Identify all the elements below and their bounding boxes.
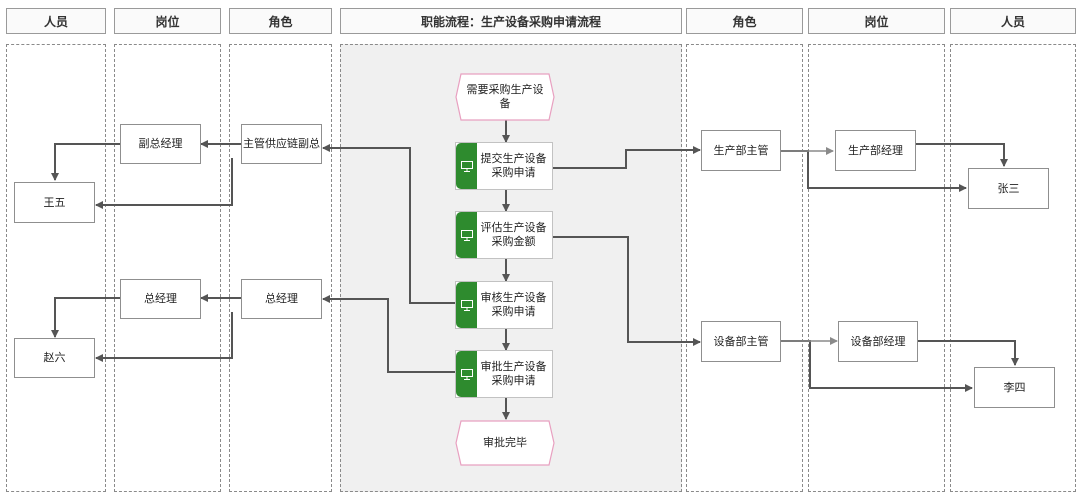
process-step-approve-label: 审批生产设备采购申请 (480, 360, 547, 387)
header-process: 职能流程：生产设备采购申请流程 (340, 8, 682, 34)
edge-step2-equip-supervisor (552, 236, 701, 346)
header-right-post: 岗位 (808, 8, 945, 34)
person-zhang-san: 张三 (968, 168, 1049, 209)
header-left-post: 岗位 (114, 8, 221, 34)
post-equipment-manager: 设备部经理 (838, 321, 918, 362)
post-general-manager: 总经理 (120, 279, 201, 319)
person-zhao-liu: 赵六 (14, 338, 95, 378)
monitor-icon (456, 143, 477, 189)
lane-left-role (229, 44, 332, 492)
edge-step3-vp-role (322, 144, 456, 304)
end-label: 审批完毕 (483, 436, 527, 449)
start-terminal (455, 73, 555, 121)
lane-right-person (950, 44, 1076, 492)
role-supply-chain-vp: 主管供应链副总 (241, 124, 322, 164)
process-step-review-label: 审核生产设备采购申请 (480, 291, 547, 318)
post-production-manager: 生产部经理 (835, 130, 916, 171)
monitor-icon (456, 351, 477, 397)
process-step-evaluate: 评估生产设备采购金额 (455, 211, 553, 259)
role-equipment-supervisor: 设备部主管 (701, 321, 781, 362)
lane-right-role (686, 44, 803, 492)
process-step-submit-label: 提交生产设备采购申请 (480, 152, 547, 179)
edge-vp-post-person (51, 143, 121, 181)
role-general-manager: 总经理 (241, 279, 322, 319)
process-step-approve: 审批生产设备采购申请 (455, 350, 553, 398)
header-left-person: 人员 (6, 8, 106, 34)
process-step-evaluate-label: 评估生产设备采购金额 (480, 221, 547, 248)
header-left-role: 角色 (229, 8, 332, 34)
lane-left-post (114, 44, 221, 492)
edge-step4-gm-role (322, 295, 456, 373)
header-right-role: 角色 (686, 8, 803, 34)
edge-step1-prod-supervisor (552, 146, 701, 169)
person-wang-wu: 王五 (14, 182, 95, 223)
post-vice-president: 副总经理 (120, 124, 201, 164)
edge-gm-post-person (51, 297, 121, 338)
header-right-person: 人员 (950, 8, 1076, 34)
edge-prod-post-person (916, 143, 1008, 167)
edge-vp-role-person (95, 158, 233, 209)
monitor-icon (456, 212, 477, 258)
person-li-si: 李四 (974, 367, 1055, 408)
monitor-icon (456, 282, 477, 328)
edge-gm-role-person (95, 312, 233, 362)
end-terminal (455, 420, 555, 466)
lane-left-person (6, 44, 106, 492)
role-production-supervisor: 生产部主管 (701, 130, 781, 171)
edge-equip-post-person (918, 340, 1019, 366)
lane-right-post (808, 44, 945, 492)
process-step-review: 审核生产设备采购申请 (455, 281, 553, 329)
start-label: 需要采购生产设备 (466, 83, 544, 110)
process-step-submit: 提交生产设备采购申请 (455, 142, 553, 190)
